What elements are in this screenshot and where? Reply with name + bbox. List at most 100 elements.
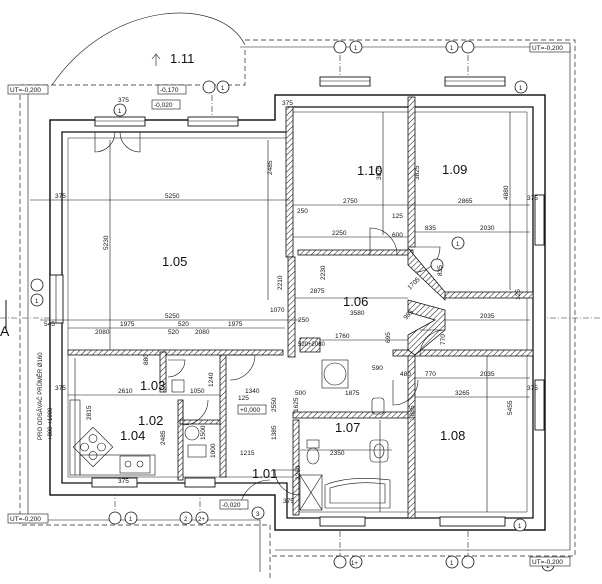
dim-text: 5250 [165,313,180,320]
level-bottom-entry: -0,020 [222,502,241,509]
level-ut-top-right: UT=-0,200 [532,45,563,52]
dim-text: 3265 [455,390,470,397]
dim-text: 2260 [295,465,302,480]
room-label: 1.04 [120,428,145,443]
dim-text: 2750 [343,198,358,205]
axis-bubble-label: 1 [450,561,454,567]
dim-text: 1240 [208,372,215,387]
axis-bubble-label: 1 [519,86,523,92]
dim-text: 2080 [95,329,110,336]
fixtures [69,53,391,511]
room-label: 1.06 [343,294,368,309]
dim-text: 545 [44,321,55,328]
windows [49,76,545,527]
dim-text: 2350 [330,450,345,457]
level-markers: UT=-0,200 UT=-0,200 UT=-0,200 UT=-0,200 … [7,42,571,567]
dim-text: 375 [55,193,66,200]
dim-text: 1070 [270,307,285,314]
level-entry-2: -0,020 [154,102,173,109]
axis-bubble-label: 1 [118,109,122,115]
dim-text: 3825 [414,165,421,180]
dim-text: 375 [527,385,538,392]
dim-text: 520+2080 [298,342,326,348]
dim-text: 3580 [350,310,365,317]
room-label: 1.05 [162,254,187,269]
axis-bubble-label: 1 [35,299,39,305]
dim-text: 2035 [480,313,495,320]
dim-text: 1875 [345,390,360,397]
dim-text: 2035 [480,371,495,378]
dim-text: 5250 [165,193,180,200]
dim-text: 2250 [332,230,347,237]
room-label: 1.07 [335,420,360,435]
dim-text: 5455 [507,400,514,415]
dim-text: 1975 [120,321,135,328]
dim-text: 2610 [118,388,133,395]
dim-text: 590 [372,365,383,372]
dim-text: 1500 [200,425,207,440]
room-label: 1.02 [138,413,163,428]
level-entry-1: -0,170 [160,87,179,94]
axis-bubble-label: 1 [450,46,454,52]
dimension-lines [30,112,530,512]
dim-text: 375 [118,478,129,485]
room-label: 1.08 [440,428,465,443]
dim-text: 835 [437,265,444,276]
dim-text: 3875 [376,165,383,180]
dim-text: 500 [295,390,306,397]
dim-text: 250 [297,208,308,215]
axis-bubble-label: 1 [456,242,460,248]
axis-bubble-label: 1 [546,564,550,570]
room-label: 1.01 [252,466,277,481]
dim-text: 2550 [271,397,278,412]
dim-text: 2030 [480,225,495,232]
dim-text: 375 [282,100,293,107]
room-label: 1.10 [357,163,382,178]
axis-bubbles: 1 1 1 1 1 1 2 2+ [30,40,555,572]
annotations: PRO ODSÁVAČ PRŮMĚR Ø160 +800-+1000 [36,352,54,440]
interior-walls [67,96,534,519]
level-ut-bottom-right: UT=-0,200 [532,559,563,566]
dim-text: 375 [283,498,294,505]
dim-text: 770 [440,334,447,345]
dimension-texts: 375 375 5250 375 5250 5230 2485 3875 382… [44,97,538,505]
dim-text: 1385 [271,425,278,440]
dim-text: 3885 [409,405,416,420]
dim-text: 880 [143,354,150,365]
dim-text: 1215 [240,450,255,457]
dim-text: 2230 [320,265,327,280]
room-label: 1.09 [442,162,467,177]
axis-bubble-label: 1+ [351,561,358,567]
dim-text: 2815 [86,405,93,420]
terrain-boundary [19,12,576,578]
level-ut-top-left: UT=-0,200 [10,87,41,94]
level-floor-zero: +0,000 [240,407,260,414]
section-mark: A [0,323,10,339]
dim-text: 250 [298,317,309,324]
dim-text: 2485 [160,430,167,445]
axis-bubble-label: 2 [184,517,188,523]
dim-text: 480 [400,371,411,378]
dim-text: 1760 [335,333,350,340]
room-labels: 1.01 1.02 1.03 1.04 1.05 1.06 1.07 1.08 … [120,51,467,481]
dim-text: 2210 [277,275,284,290]
dim-text: 125 [515,289,522,300]
dim-text: 4880 [503,185,510,200]
elevation-note: +800-+1000 [48,407,54,440]
dim-text: 5230 [103,235,110,250]
room-label: 1.03 [140,378,165,393]
dim-text: 1625 [293,397,300,412]
dim-text: 2875 [310,288,325,295]
axis-bubble-label: 1 [129,517,133,523]
dim-text: 2865 [458,198,473,205]
dim-text: 600 [392,232,403,239]
dim-text: 520 [178,321,189,328]
dim-text: 1975 [228,321,243,328]
level-ut-bottom-left: UT=-0,200 [10,516,41,523]
axis-bubble-label: 1 [518,524,522,530]
axis-bubble-label: 3 [256,512,260,518]
hood-note: PRO ODSÁVAČ PRŮMĚR Ø160 [36,352,44,440]
dim-text: 375 [118,97,129,104]
dim-text: 1050 [190,388,205,395]
